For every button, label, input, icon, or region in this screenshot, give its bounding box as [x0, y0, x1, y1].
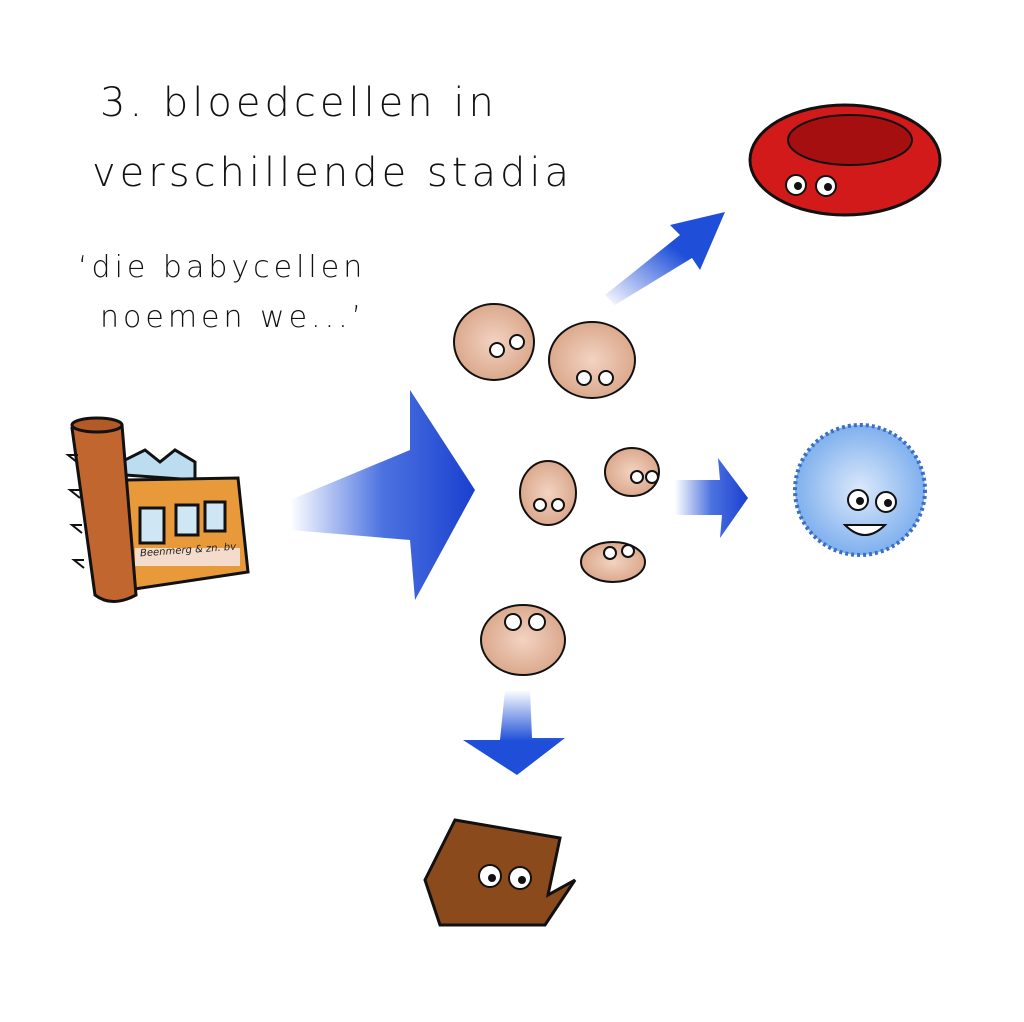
arrow-to-red-cell — [605, 212, 725, 305]
platelet — [423, 818, 577, 927]
title-line-1: 3. bloedcellen in — [100, 80, 498, 126]
white-blood-cell — [793, 423, 927, 557]
quote-line-2: noemen we...’ — [100, 300, 366, 335]
factory — [65, 416, 250, 603]
arrow-to-white-cell — [675, 458, 748, 538]
arrow-to-platelet — [463, 690, 565, 775]
title-line-2: verschillende stadia — [92, 150, 573, 196]
baby-cells — [453, 303, 660, 676]
red-blood-cell — [748, 103, 942, 217]
quote-line-1: ‘die babycellen — [78, 250, 367, 285]
main-arrow — [290, 390, 475, 600]
